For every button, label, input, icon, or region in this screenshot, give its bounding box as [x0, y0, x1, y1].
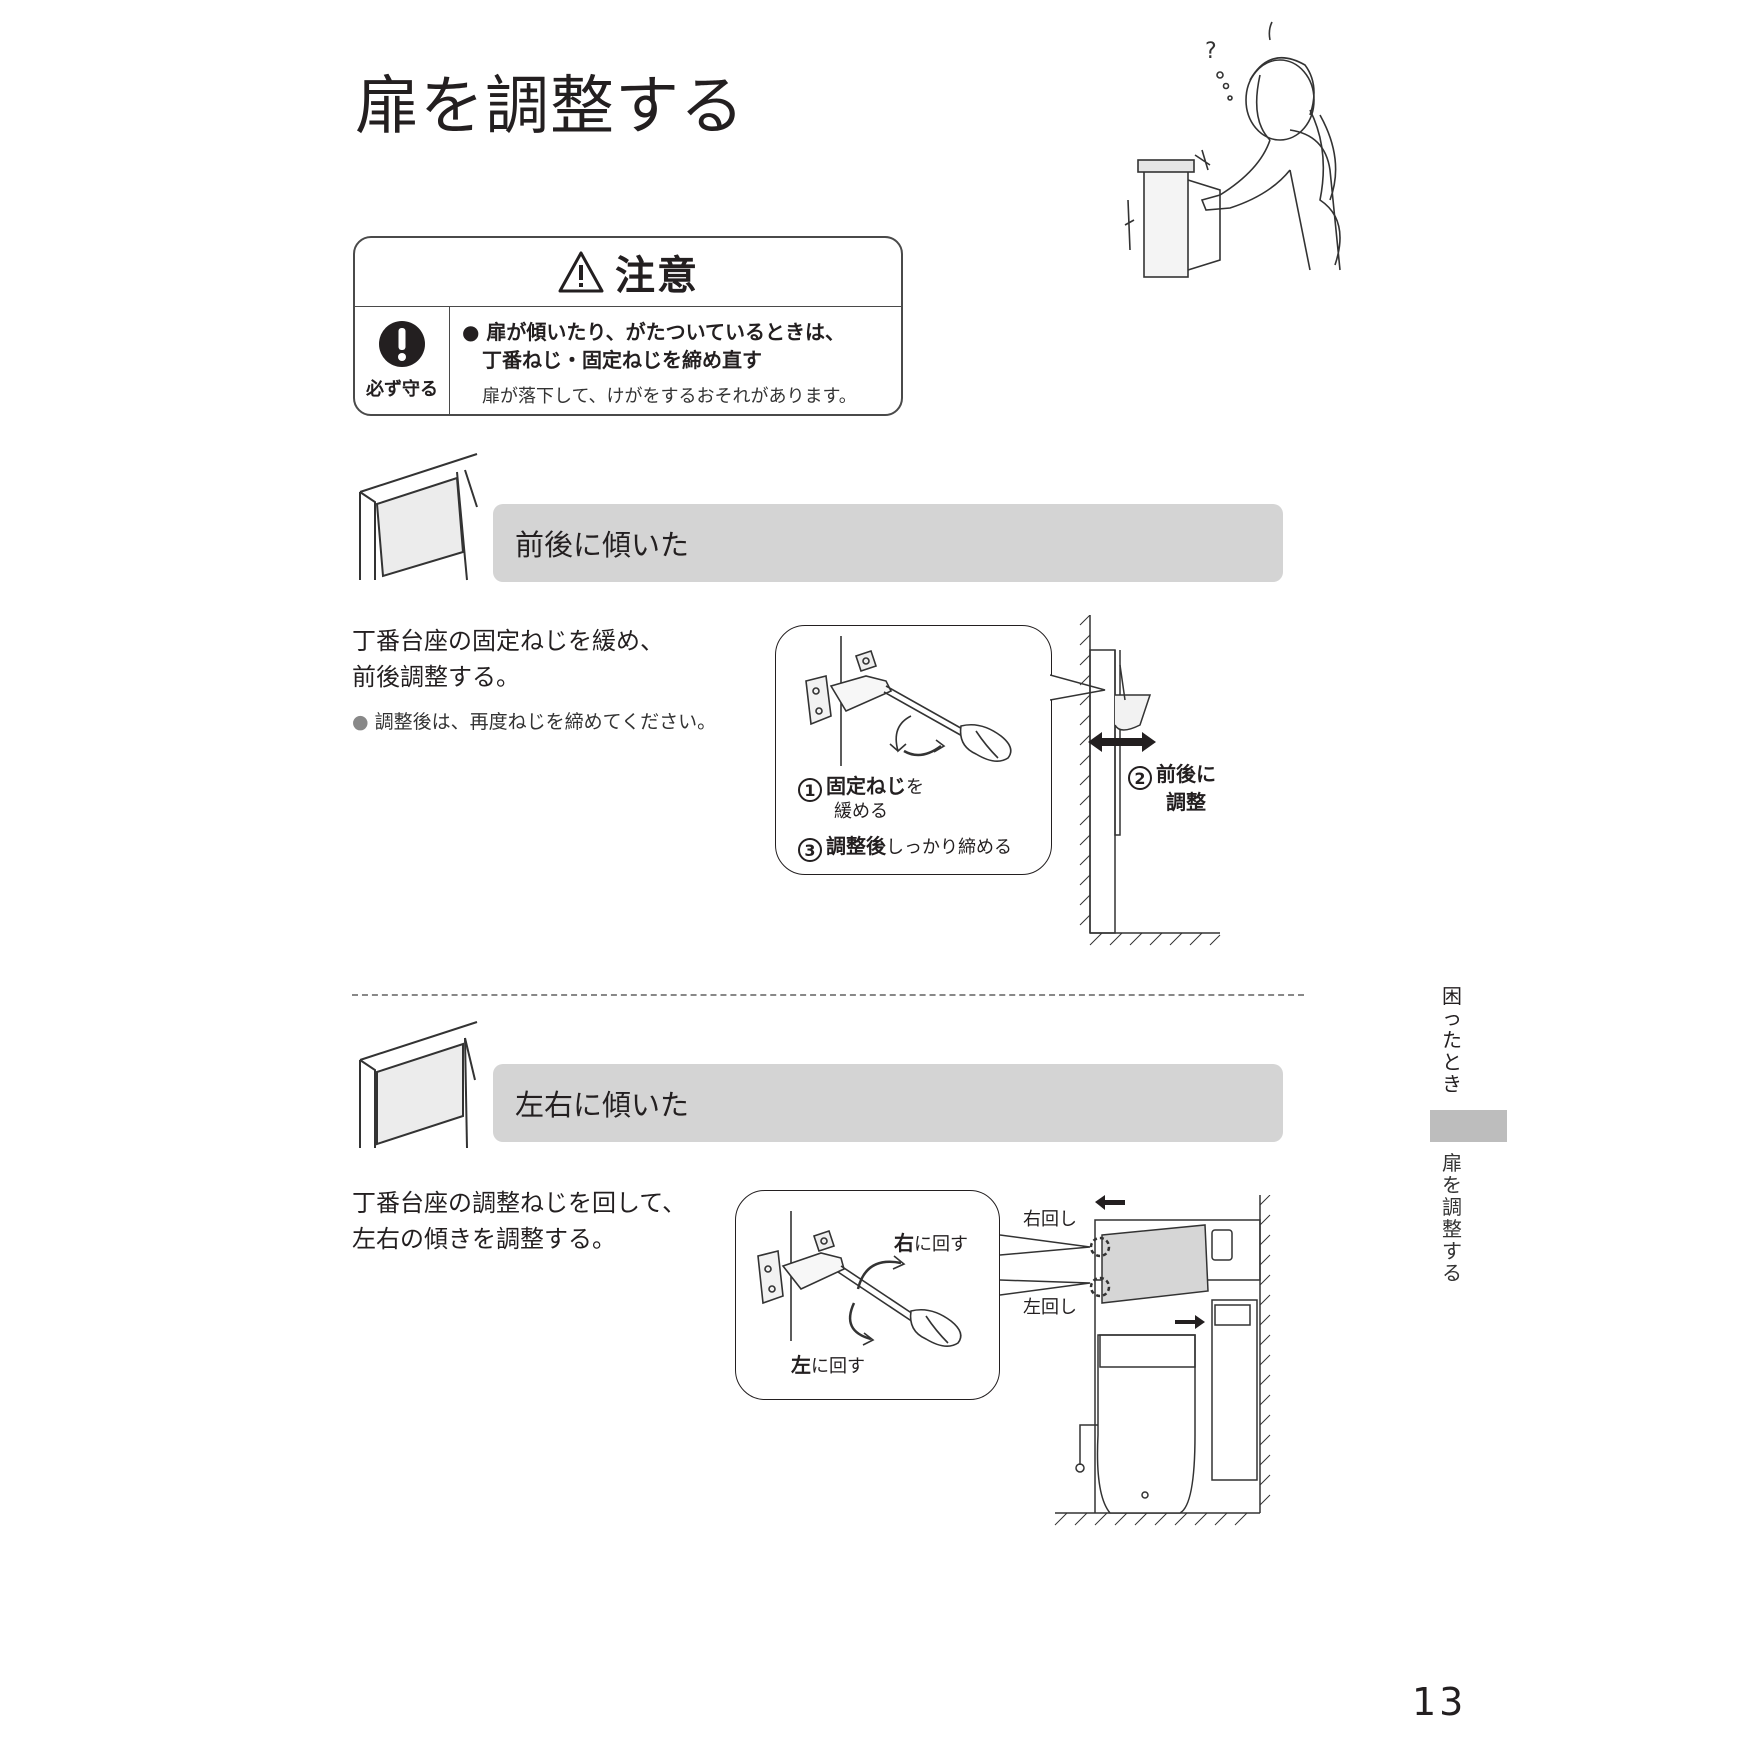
- side-tab-bar: [1430, 1110, 1507, 1142]
- right-turn-label: 右に回す: [894, 1231, 968, 1255]
- step1-label-line2: 緩める: [834, 801, 888, 822]
- caution-line-2: 丁番ねじ・固定ねじを締め直す: [482, 348, 762, 372]
- section-divider: [352, 994, 1304, 996]
- caution-box: 注意 必ず守る ● 扉が傾いたり、がたついているときは、 丁番ねじ・固定ねじを締…: [353, 236, 903, 416]
- side-tab-section: 扉を調整する: [1442, 1151, 1462, 1285]
- side-tab-chapter: 困ったとき: [1442, 984, 1462, 1096]
- caution-line-3: 扉が落下して、けがをするおそれがあります。: [482, 386, 857, 407]
- arrow-left-icon: [1095, 1195, 1125, 1210]
- tilt-front-back-icon: [359, 453, 478, 581]
- section-header-left-right: 左右に傾いた: [493, 1064, 1283, 1142]
- hinge-rotate-illustration: [757, 1211, 962, 1347]
- step2-label-line2: 調整: [1166, 790, 1206, 814]
- woman-illustration: ?: [1124, 21, 1341, 278]
- front-back-arrow-icon: [1088, 732, 1156, 752]
- section2-instruction: 丁番台座の調整ねじを回して、 左右の傾きを調整する。: [352, 1189, 687, 1253]
- svg-text:?: ?: [1205, 39, 1217, 64]
- page-title: 扉を調整する: [355, 70, 745, 144]
- hinge-screwdriver-illustration: [805, 636, 1012, 766]
- must-follow-cell: 必ず守る: [355, 306, 450, 414]
- caution-header: 注意: [355, 238, 901, 307]
- hinge-callout-2: 右に回す 左に回す: [735, 1190, 1000, 1400]
- side-view-cabinet-illustration: [1050, 615, 1221, 946]
- warning-triangle-icon: [558, 251, 604, 293]
- section1-note: ● 調整後は、再度ねじを締めてください。: [352, 711, 717, 733]
- caution-title: 注意: [615, 253, 699, 299]
- exclamation-icon: [379, 321, 425, 367]
- front-view-toilet-illustration: [1000, 1195, 1271, 1526]
- section-header-front-back: 前後に傾いた: [493, 504, 1283, 582]
- right-turn-indicator-label: 右回し: [1023, 1209, 1077, 1230]
- page-number: 13: [1412, 1680, 1467, 1724]
- left-turn-label: 左に回す: [791, 1353, 865, 1377]
- caution-line-1: ● 扉が傾いたり、がたついているときは、: [462, 320, 846, 344]
- arrow-right-icon: [1175, 1315, 1205, 1329]
- left-turn-indicator-label: 左回し: [1023, 1297, 1077, 1318]
- section1-instruction: 丁番台座の固定ねじを緩め、 前後調整する。: [352, 627, 664, 691]
- tilt-left-right-icon: [359, 1021, 478, 1149]
- must-follow-label: 必ず守る: [366, 379, 438, 400]
